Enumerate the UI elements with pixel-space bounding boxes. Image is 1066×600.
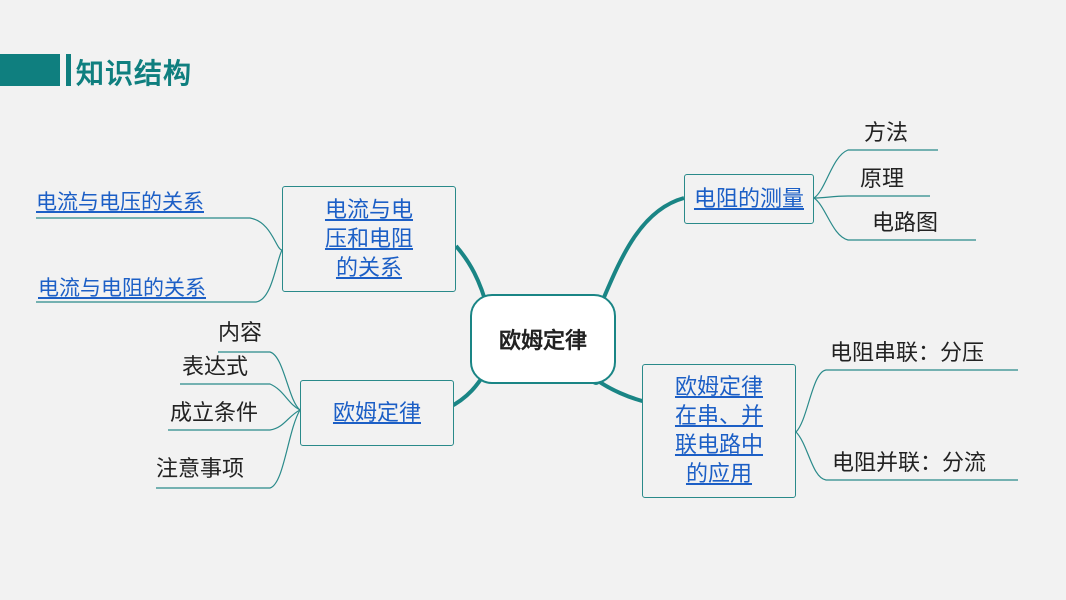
leaf-series: 电阻串联：分压 bbox=[830, 341, 985, 366]
node-application-line-1[interactable]: 欧姆定律 bbox=[674, 375, 763, 400]
node-application-line-2[interactable]: 在串、并 bbox=[674, 404, 763, 429]
page-title: 知识结构 bbox=[76, 57, 193, 90]
leaf-expression: 表达式 bbox=[182, 355, 249, 380]
center-node: 欧姆定律 bbox=[470, 294, 616, 384]
header-divider bbox=[66, 54, 71, 86]
leaf-conditions: 成立条件 bbox=[170, 401, 259, 426]
node-relation-line-2[interactable]: 压和电阻 bbox=[324, 226, 413, 252]
node-relation-line-3[interactable]: 的关系 bbox=[335, 255, 402, 281]
node-relation-line-1[interactable]: 电流与电 bbox=[324, 197, 413, 223]
node-application-line-3[interactable]: 联电路中 bbox=[674, 433, 763, 458]
node-application-line-4[interactable]: 的应用 bbox=[685, 462, 752, 487]
node-relation[interactable]: 电流与电 压和电阻 的关系 bbox=[282, 186, 456, 292]
leaf-method: 方法 bbox=[864, 121, 909, 146]
leaf-content: 内容 bbox=[218, 321, 263, 346]
node-measurement-label[interactable]: 电阻的测量 bbox=[693, 186, 804, 212]
leaf-current-voltage[interactable]: 电流与电压的关系 bbox=[36, 190, 204, 214]
leaf-circuit-diagram: 电路图 bbox=[872, 211, 939, 236]
leaf-parallel: 电阻并联：分流 bbox=[832, 451, 987, 476]
header-accent-bar bbox=[0, 54, 60, 86]
leaf-principle: 原理 bbox=[860, 167, 905, 192]
node-measurement[interactable]: 电阻的测量 bbox=[684, 174, 814, 224]
node-ohm-law-label[interactable]: 欧姆定律 bbox=[332, 400, 421, 426]
leaf-notes: 注意事项 bbox=[156, 457, 245, 482]
center-label: 欧姆定律 bbox=[498, 329, 587, 354]
leaf-current-resistance[interactable]: 电流与电阻的关系 bbox=[38, 276, 206, 300]
branch-to-measurement bbox=[600, 196, 685, 303]
node-ohm-law[interactable]: 欧姆定律 bbox=[300, 380, 454, 446]
node-application[interactable]: 欧姆定律 在串、并 联电路中 的应用 bbox=[642, 364, 796, 498]
